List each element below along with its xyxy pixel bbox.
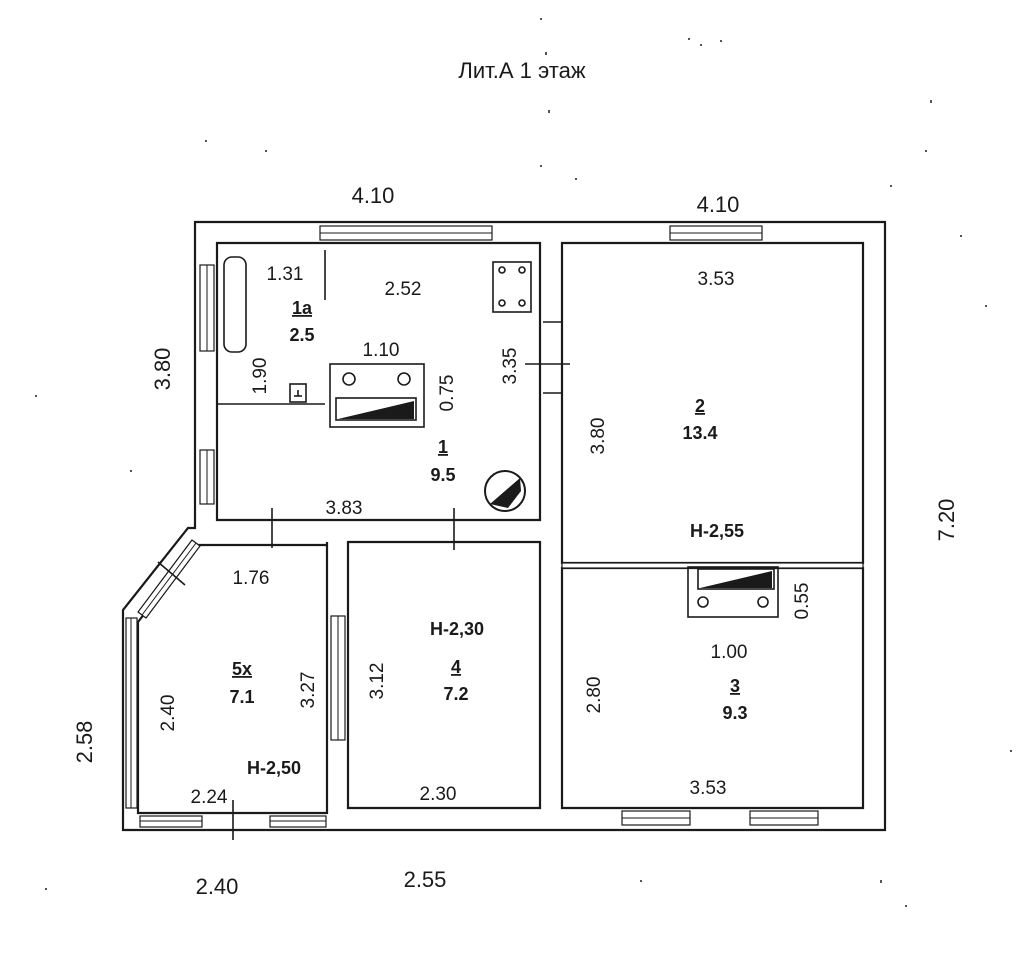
outer-walls [121, 220, 887, 832]
room-5x-dim-bottom: 2.24 [191, 787, 228, 808]
room-3-dim-width: 3.53 [690, 778, 727, 799]
room-2-number: 2 [695, 396, 705, 416]
room-5x-dim-top: 1.76 [233, 568, 270, 589]
room-1a-number: 1а [292, 298, 313, 318]
room-1-dim-oven-depth: 0.75 [437, 375, 458, 412]
room-3-dim-height: 2.80 [584, 677, 605, 714]
dim-left-height: 3.80 [150, 348, 175, 391]
room-3-area: 9.3 [722, 703, 747, 723]
room-1-number: 1 [438, 437, 448, 457]
dim-top-right-width: 4.10 [697, 192, 740, 217]
bathtub-icon [223, 256, 247, 353]
windows [125, 225, 864, 828]
dim-right-height: 7.20 [934, 499, 959, 542]
window-top-left [319, 225, 493, 241]
fixtures [157, 256, 779, 840]
room-5x-dim-left: 2.40 [158, 695, 179, 732]
room-3-number: 3 [730, 676, 740, 696]
room-1a-dim-width: 1.31 [267, 264, 304, 285]
window-partition-2-3 [561, 562, 864, 569]
room-4: Н-2,30 3.12 4 7.2 2.30 [367, 619, 484, 805]
plan-title: Лит.А 1 этаж [458, 58, 585, 83]
room-1-area: 9.5 [430, 465, 455, 485]
room-2: 3.53 3.80 2 13.4 Н-2,55 [588, 269, 744, 541]
window-bottom-right-a [621, 810, 691, 826]
room-1a: 1.31 1.90 1а 2.5 [250, 264, 315, 394]
window-top-right [669, 225, 763, 241]
room-2-area: 13.4 [682, 423, 717, 443]
outer-dimensions: 4.10 4.10 3.80 7.20 2.58 2.40 2.55 [72, 183, 959, 899]
room-4-area: 7.2 [443, 684, 468, 704]
room-4-dim-width: 2.30 [420, 784, 457, 805]
room-4-number: 4 [451, 657, 461, 677]
room-1: 2.52 3.35 3.83 1.10 0.75 1 9.5 [326, 279, 521, 519]
sink-icon [289, 383, 307, 403]
dim-top-left-width: 4.10 [352, 183, 395, 208]
window-bottom-left-b [269, 815, 327, 828]
oven-room3-icon [687, 566, 779, 618]
room-1-dim-side: 3.35 [500, 348, 521, 385]
room-1-dim-bottom: 3.83 [326, 498, 363, 519]
boiler-icon [484, 470, 526, 512]
window-left-middle [199, 449, 215, 505]
room-1a-area: 2.5 [289, 325, 314, 345]
room-2-height: Н-2,55 [690, 521, 744, 541]
room-4-dim-height: 3.12 [367, 663, 388, 700]
room-5x-number: 5х [232, 659, 252, 679]
window-bottom-left-a [139, 815, 203, 828]
stove-icon [492, 261, 532, 313]
dim-bottom-left-width: 2.40 [196, 874, 239, 899]
room-4-height: Н-2,30 [430, 619, 484, 639]
room-5x-height: Н-2,50 [247, 758, 301, 778]
window-bottom-right-b [749, 810, 819, 826]
room-5x-area: 7.1 [229, 687, 254, 707]
window-room4-left [330, 615, 346, 741]
room-3: 1.00 0.55 2.80 3.53 3 9.3 [584, 583, 813, 799]
oven-room1-icon [329, 363, 425, 428]
room-5x-dim-right: 3.27 [298, 672, 319, 709]
scan-noise [35, 18, 1012, 907]
room-1-dim-oven-width: 1.10 [363, 340, 400, 361]
room-2-dim-height: 3.80 [588, 418, 609, 455]
room-1a-dim-height: 1.90 [250, 358, 271, 395]
dim-bottom-middle-width: 2.55 [404, 867, 447, 892]
room-1-dim-top: 2.52 [385, 279, 422, 300]
window-bay-left [125, 617, 138, 809]
window-bay-diag [137, 539, 201, 619]
dim-bottom-left-height: 2.58 [72, 721, 97, 764]
room-3-dim-oven-depth: 0.55 [792, 583, 813, 620]
room-3-dim-oven-width: 1.00 [711, 642, 748, 663]
room-5x: 1.76 3.27 2.40 2.24 5х 7.1 Н-2,50 [158, 568, 319, 808]
window-left-upper [199, 264, 215, 352]
room-2-dim-width: 3.53 [698, 269, 735, 290]
